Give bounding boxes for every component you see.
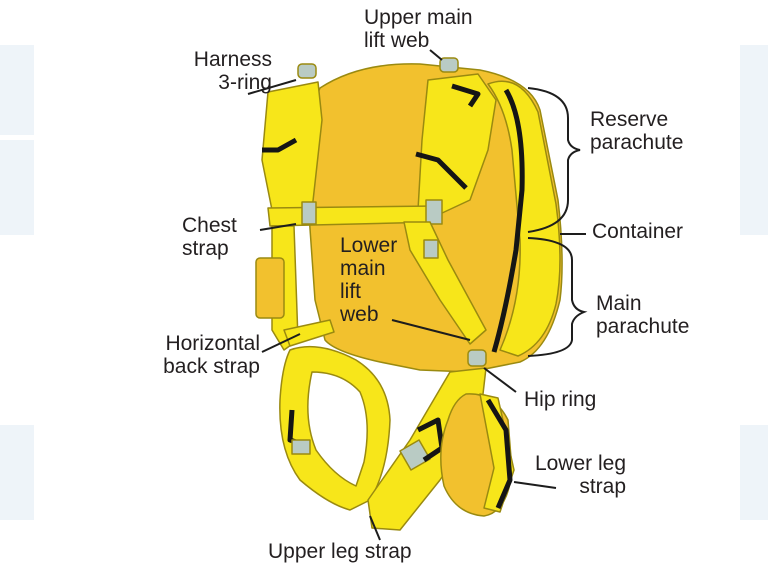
label-chest-strap: Chest strap [182, 214, 237, 260]
left-hanging-pouch [255, 257, 285, 319]
left-leg-loop-inner [307, 371, 368, 487]
label-container: Container [592, 220, 684, 243]
buckle-icon [423, 239, 439, 259]
buckle-icon [399, 439, 431, 471]
leader-lines [247, 49, 588, 541]
right-panel-bottom [740, 425, 768, 520]
hip-ring [467, 349, 487, 367]
label-horizontal-back-strap: Horizontal back strap [163, 332, 260, 378]
leader-upper-leg-strap [369, 515, 381, 541]
leader-lower-leg-strap [513, 481, 557, 489]
buckle-icon [301, 201, 317, 225]
leader-hip-ring [483, 367, 517, 393]
label-hip-ring: Hip ring [524, 388, 597, 411]
parachute-harness-icon [255, 57, 563, 531]
buckle-icon [425, 199, 443, 225]
leader-upper-main-lift-web [429, 49, 443, 61]
left-panel-bottom [0, 425, 34, 520]
ring-icon [439, 57, 459, 73]
label-lower-main-lift-web: Lower main lift web [340, 234, 398, 326]
leader-horizontal-back-strap [261, 333, 301, 353]
label-upper-leg-strap: Upper leg strap [268, 540, 412, 563]
label-reserve-parachute: Reserve parachute [590, 108, 684, 154]
label-main-parachute: Main parachute [596, 292, 690, 338]
lower-leg-strap-front [479, 393, 515, 513]
ring-icon [297, 63, 317, 79]
right-shoulder-black-strip-top [451, 83, 481, 108]
brace-reserve-parachute [527, 87, 581, 233]
left-panel-middle [0, 140, 34, 235]
buckle-icon [291, 439, 311, 455]
reserve-black-edge [491, 88, 525, 353]
leader-lower-main-lift-web [391, 319, 471, 341]
label-lower-leg-strap: Lower leg strap [534, 452, 626, 498]
leader-chest-strap [259, 223, 297, 231]
left-panel-top [0, 45, 34, 135]
label-upper-main-lift-web: Upper main lift web [364, 6, 473, 52]
container-side-panel [487, 80, 561, 357]
label-harness-3-ring: Harness 3-ring [193, 48, 272, 94]
lower-leg-black-strip [485, 398, 513, 509]
leader-harness-3-ring [247, 79, 297, 95]
brace-main-parachute [527, 237, 588, 357]
right-panel-top [740, 45, 768, 235]
right-upper-main-lift-web [417, 73, 497, 215]
right-shoulder-black-strip [415, 151, 468, 190]
left-shoulder-black-strip [262, 137, 298, 153]
upper-leg-black-strip [416, 417, 445, 463]
